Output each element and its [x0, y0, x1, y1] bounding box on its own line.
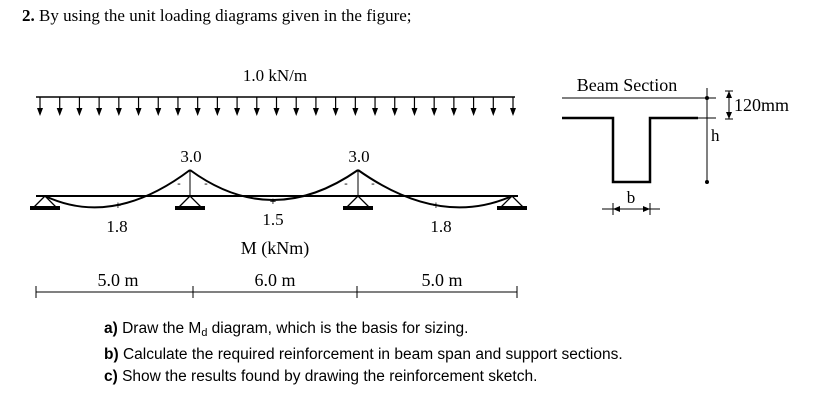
minus-sign: - — [344, 178, 348, 190]
span-moment-3: 1.8 — [430, 217, 451, 236]
span-dimensions: 5.0 m 6.0 m 5.0 m — [35, 270, 518, 298]
t-section-outline — [562, 116, 698, 184]
minus-sign: - — [371, 178, 375, 190]
moment-curve — [44, 169, 513, 209]
load-arrow-head — [96, 108, 103, 116]
task-letter: a) — [104, 320, 123, 337]
load-arrow-head — [411, 108, 418, 116]
load-arrow-head — [332, 108, 339, 116]
load-arrow-head — [174, 108, 181, 116]
beam-section: Beam Section 120mm h b — [562, 75, 789, 215]
span-length-2: 6.0 m — [254, 270, 295, 290]
support-moment-right: 3.0 — [348, 147, 369, 166]
task-text: Show the results found by drawing the re… — [122, 368, 538, 385]
minus-sign: - — [177, 178, 181, 190]
load-arrow-head — [76, 108, 83, 116]
load-arrow-head — [490, 108, 497, 116]
task-text: Draw the M — [122, 320, 202, 337]
task-letter: c) — [104, 368, 123, 385]
support-left-end — [30, 195, 60, 210]
question-heading: 2. By using the unit loading diagrams gi… — [22, 6, 412, 26]
support-interior-2 — [343, 195, 373, 210]
task-item: c) Show the results found by drawing the… — [104, 366, 623, 388]
plus-sign: + — [115, 200, 121, 212]
load-arrow-head — [135, 108, 142, 116]
load-arrow-head — [56, 108, 63, 116]
load-arrow-head — [155, 108, 162, 116]
load-arrow-head — [234, 108, 241, 116]
load-arrow-head — [253, 108, 260, 116]
load-arrow-head — [37, 108, 43, 116]
load-arrow-head — [194, 108, 201, 116]
task-text: Calculate the required reinforcement in … — [122, 346, 623, 363]
load-arrows — [37, 97, 516, 116]
load-arrow-head — [470, 108, 477, 116]
section-title: Beam Section — [577, 75, 677, 95]
load-arrow-head — [293, 108, 300, 116]
load-arrow-head — [312, 108, 319, 116]
load-arrow-head — [115, 108, 122, 116]
task-text-end: diagram, which is the basis for sizing. — [207, 320, 469, 337]
task-letter: b) — [104, 346, 123, 363]
span-length-1: 5.0 m — [97, 270, 138, 290]
task-subscript: d — [201, 327, 208, 339]
minus-sign: - — [204, 178, 208, 190]
distributed-load: 1.0 kN/m — [36, 66, 516, 116]
load-arrow-head — [352, 108, 359, 116]
span-length-3: 5.0 m — [421, 270, 462, 290]
load-arrow-head — [450, 108, 457, 116]
question-number: 2. — [22, 6, 35, 25]
flange-thickness-label: 120mm — [734, 95, 789, 115]
height-label: h — [711, 126, 720, 145]
load-arrow-head — [372, 108, 379, 116]
width-label: b — [627, 188, 636, 207]
load-arrow-head — [431, 108, 438, 116]
span-moment-1: 1.8 — [106, 217, 127, 236]
task-item: a) Draw the Md diagram, which is the bas… — [104, 318, 623, 344]
task-item: b) Calculate the required reinforcement … — [104, 344, 623, 366]
question-text: By using the unit loading diagrams given… — [39, 6, 412, 25]
support-interior-1 — [175, 195, 205, 210]
load-arrow-head — [273, 108, 280, 116]
moment-diagram: 3.0 3.0 - - - - + + + 1.8 1.5 1.8 M (kNm… — [36, 147, 518, 259]
support-right-end — [497, 195, 527, 210]
plus-sign: + — [433, 200, 439, 212]
load-arrow-head — [214, 108, 221, 116]
span-moment-2: 1.5 — [262, 210, 283, 229]
load-arrow-head — [391, 108, 398, 116]
moment-axis-label: M (kNm) — [241, 238, 310, 259]
load-label: 1.0 kN/m — [243, 66, 307, 85]
load-arrow-head — [510, 108, 516, 116]
plus-sign: + — [270, 196, 276, 208]
support-moment-left: 3.0 — [180, 147, 201, 166]
task-list: a) Draw the Md diagram, which is the bas… — [104, 318, 623, 388]
